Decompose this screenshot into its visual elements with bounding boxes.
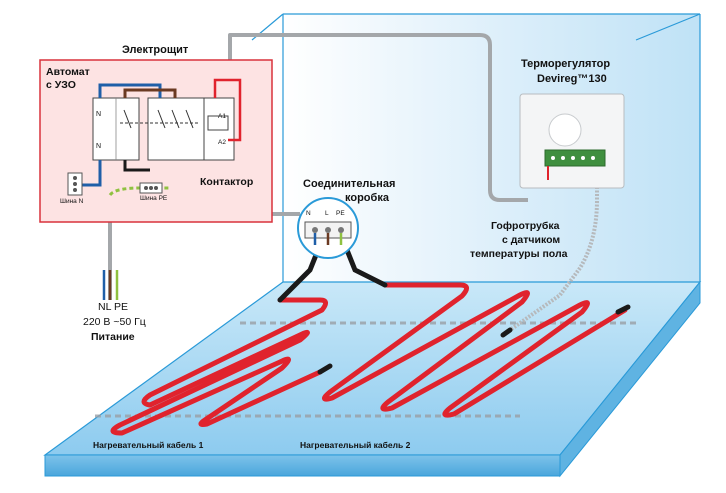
bus-pe-label: Шина PE bbox=[140, 195, 168, 202]
junction-box-title-line2: коробка bbox=[345, 192, 389, 204]
junction-box-title-line1: Соединительная bbox=[303, 178, 396, 190]
electrical-panel bbox=[39, 59, 273, 223]
cable-1-label: Нагревательный кабель 1 bbox=[93, 440, 204, 450]
thermostat-title-line2: Devireg™130 bbox=[537, 73, 607, 85]
contactor-label: Контактор bbox=[200, 176, 254, 188]
thermostat-title-line1: Терморегулятор bbox=[521, 58, 611, 70]
power-label: Питание bbox=[91, 331, 135, 343]
sensor-tube-line2: с датчиком bbox=[502, 234, 561, 246]
power-terminals: NL PE bbox=[98, 301, 128, 313]
heating-cable-2 bbox=[322, 282, 628, 418]
sensor-tube bbox=[508, 180, 599, 332]
breaker-n-top: N bbox=[96, 111, 102, 118]
breaker-label-line2: с УЗО bbox=[46, 79, 76, 91]
contactor-a1: A1 bbox=[218, 113, 226, 120]
breaker-label-line1: Автомат bbox=[46, 66, 90, 78]
bus-n-label: Шина N bbox=[60, 198, 84, 205]
floor-slab bbox=[43, 280, 702, 478]
cable-2-label: Нагревательный кабель 2 bbox=[300, 440, 411, 450]
junction-term-n: N bbox=[306, 210, 311, 217]
junction-term-pe: PE bbox=[336, 210, 345, 217]
power-supply-wires bbox=[102, 270, 119, 300]
junction-term-l: L bbox=[325, 210, 329, 217]
sensor-tube-line1: Гофротрубка bbox=[491, 220, 560, 232]
panel-title: Электрощит bbox=[122, 44, 189, 56]
heating-cable-1 bbox=[110, 297, 328, 436]
thermostat-device bbox=[519, 93, 625, 189]
junction-box bbox=[297, 197, 359, 259]
breaker-n-bottom: N bbox=[96, 143, 102, 150]
contactor-a2: A2 bbox=[218, 139, 226, 146]
power-spec: 220 В ~50 Гц bbox=[83, 316, 146, 328]
sensor-tube-line3: температуры пола bbox=[470, 248, 568, 260]
